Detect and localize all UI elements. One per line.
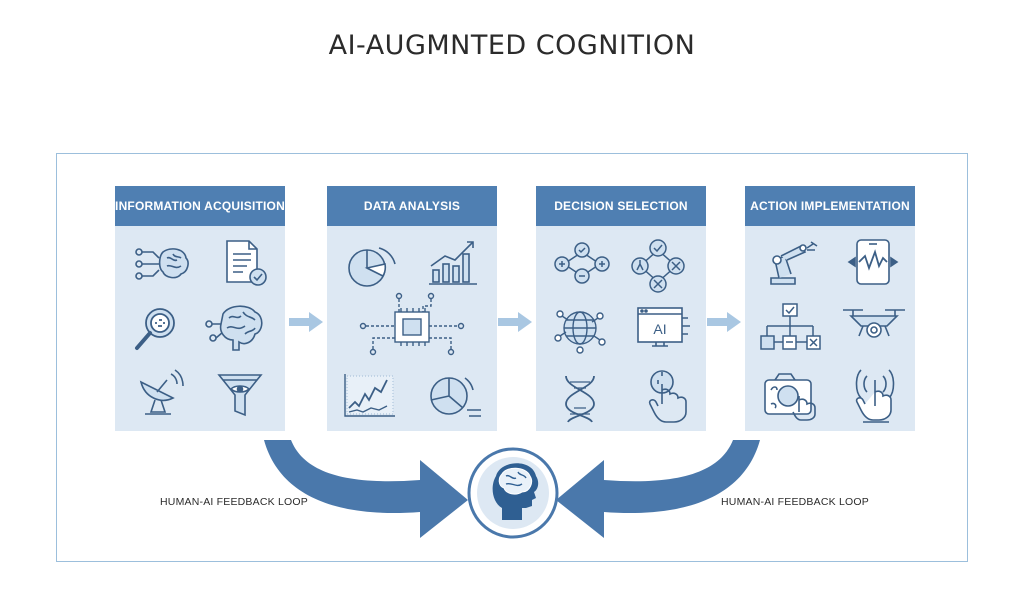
- pie-chart-2-icon: [427, 372, 483, 422]
- network-brain-icon: [205, 302, 269, 352]
- panel-data-analysis: DATA ANALYSIS: [327, 186, 497, 431]
- dna-icon: [558, 372, 602, 424]
- data-brain-icon: [133, 244, 191, 284]
- feedback-arrow-right: [556, 440, 760, 538]
- tap-gesture-icon: [849, 366, 901, 426]
- flowchart-icon: [759, 302, 823, 358]
- panel-decision-selection: DECISION SELECTION: [536, 186, 706, 431]
- line-chart-icon: [341, 372, 397, 420]
- ai-screen-text: AI: [653, 321, 666, 337]
- globe-network-icon: [552, 302, 608, 354]
- processor-chip-icon: [357, 292, 467, 358]
- document-check-icon: [223, 238, 269, 288]
- connector-arrow-1: [289, 312, 323, 337]
- touch-hand-icon: [644, 368, 692, 424]
- pie-chart-icon: [345, 244, 399, 290]
- feedback-loop-label-left: HUMAN-AI FEEDBACK LOOP: [160, 496, 308, 508]
- feedback-arrow-left: [264, 440, 468, 538]
- magnifier-icon: [131, 304, 179, 356]
- panel-header-decision-selection: DECISION SELECTION: [536, 186, 706, 226]
- robot-arm-icon: [761, 238, 821, 290]
- drone-icon: [841, 304, 907, 344]
- panel-header-data-analysis: DATA ANALYSIS: [327, 186, 497, 226]
- smartphone-signal-icon: [845, 236, 901, 288]
- diagram-frame: [56, 153, 968, 562]
- decision-cross-icon: [628, 238, 688, 296]
- panel-information-acquisition: INFORMATION ACQUISITION: [115, 186, 285, 431]
- panel-header-action-implementation: ACTION IMPLEMENTATION: [745, 186, 915, 226]
- decision-nodes-icon: [552, 240, 612, 286]
- ai-screen-icon: AI: [634, 304, 692, 354]
- camera-touch-icon: [761, 372, 823, 422]
- connector-arrow-2: [498, 312, 532, 337]
- human-head-brain-icon: [466, 446, 560, 540]
- diagram-title: AI-AUGMNTED COGNITION: [328, 30, 696, 61]
- panel-action-implementation: ACTION IMPLEMENTATION: [745, 186, 915, 431]
- panel-header-information-acquisition: INFORMATION ACQUISITION: [115, 186, 285, 226]
- feedback-loop-label-right: HUMAN-AI FEEDBACK LOOP: [721, 496, 869, 508]
- funnel-eye-icon: [215, 371, 265, 419]
- satellite-dish-icon: [135, 368, 187, 418]
- connector-arrow-3: [707, 312, 741, 337]
- bar-trend-icon: [427, 236, 481, 288]
